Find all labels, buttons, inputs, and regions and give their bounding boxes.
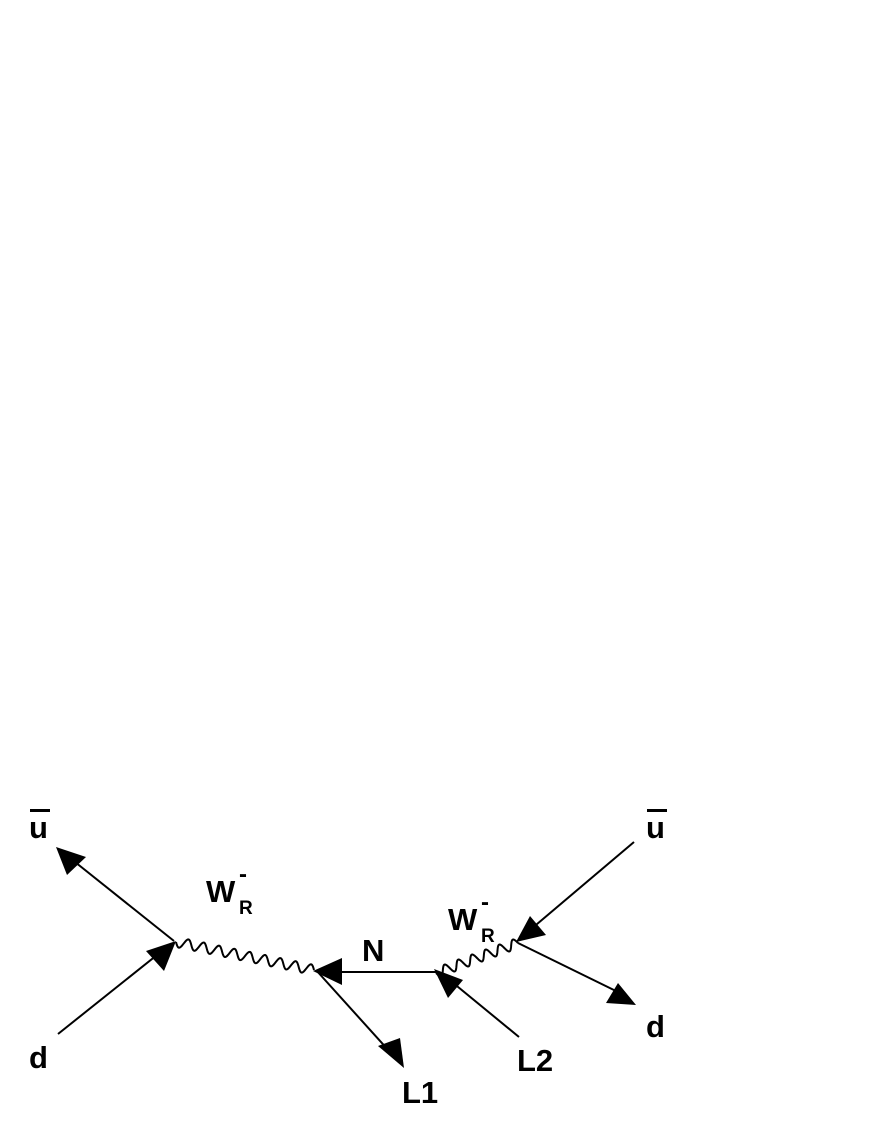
ubar-left-arrowhead bbox=[56, 847, 86, 875]
ubar-left-label: u bbox=[29, 810, 48, 845]
w-boson-right-wavy-line bbox=[435, 938, 519, 978]
l1-line bbox=[315, 969, 391, 1053]
l1-label: L1 bbox=[402, 1075, 439, 1110]
d-left-arrowhead bbox=[146, 941, 176, 971]
ubar-right-line bbox=[529, 841, 635, 931]
d-left-label: d bbox=[29, 1040, 48, 1075]
d-right-label: d bbox=[646, 1009, 665, 1044]
ubar-right-arrowhead bbox=[516, 916, 546, 942]
n-arrowhead bbox=[313, 958, 342, 985]
w-left-label: W bbox=[206, 874, 236, 909]
ubar-right-label: u bbox=[646, 810, 665, 845]
ubar-left-line bbox=[69, 857, 175, 942]
l2-line bbox=[451, 981, 520, 1038]
w-left-subscript: R bbox=[239, 898, 253, 919]
w-right-subscript: R bbox=[481, 926, 495, 947]
ubar-left-bar bbox=[30, 809, 50, 812]
n-label: N bbox=[362, 933, 385, 968]
d-left-line bbox=[57, 950, 163, 1035]
l2-arrowhead bbox=[434, 969, 463, 998]
ubar-right-bar bbox=[647, 809, 667, 812]
d-right-arrowhead bbox=[606, 983, 636, 1005]
d-right-line bbox=[517, 942, 621, 994]
w-right-superscript: - bbox=[481, 889, 489, 916]
l1-arrowhead bbox=[378, 1038, 404, 1068]
l2-label: L2 bbox=[517, 1043, 554, 1078]
w-right-label: W bbox=[448, 902, 478, 937]
w-left-superscript: - bbox=[239, 861, 247, 888]
w-boson-left-wavy-line bbox=[175, 938, 315, 974]
